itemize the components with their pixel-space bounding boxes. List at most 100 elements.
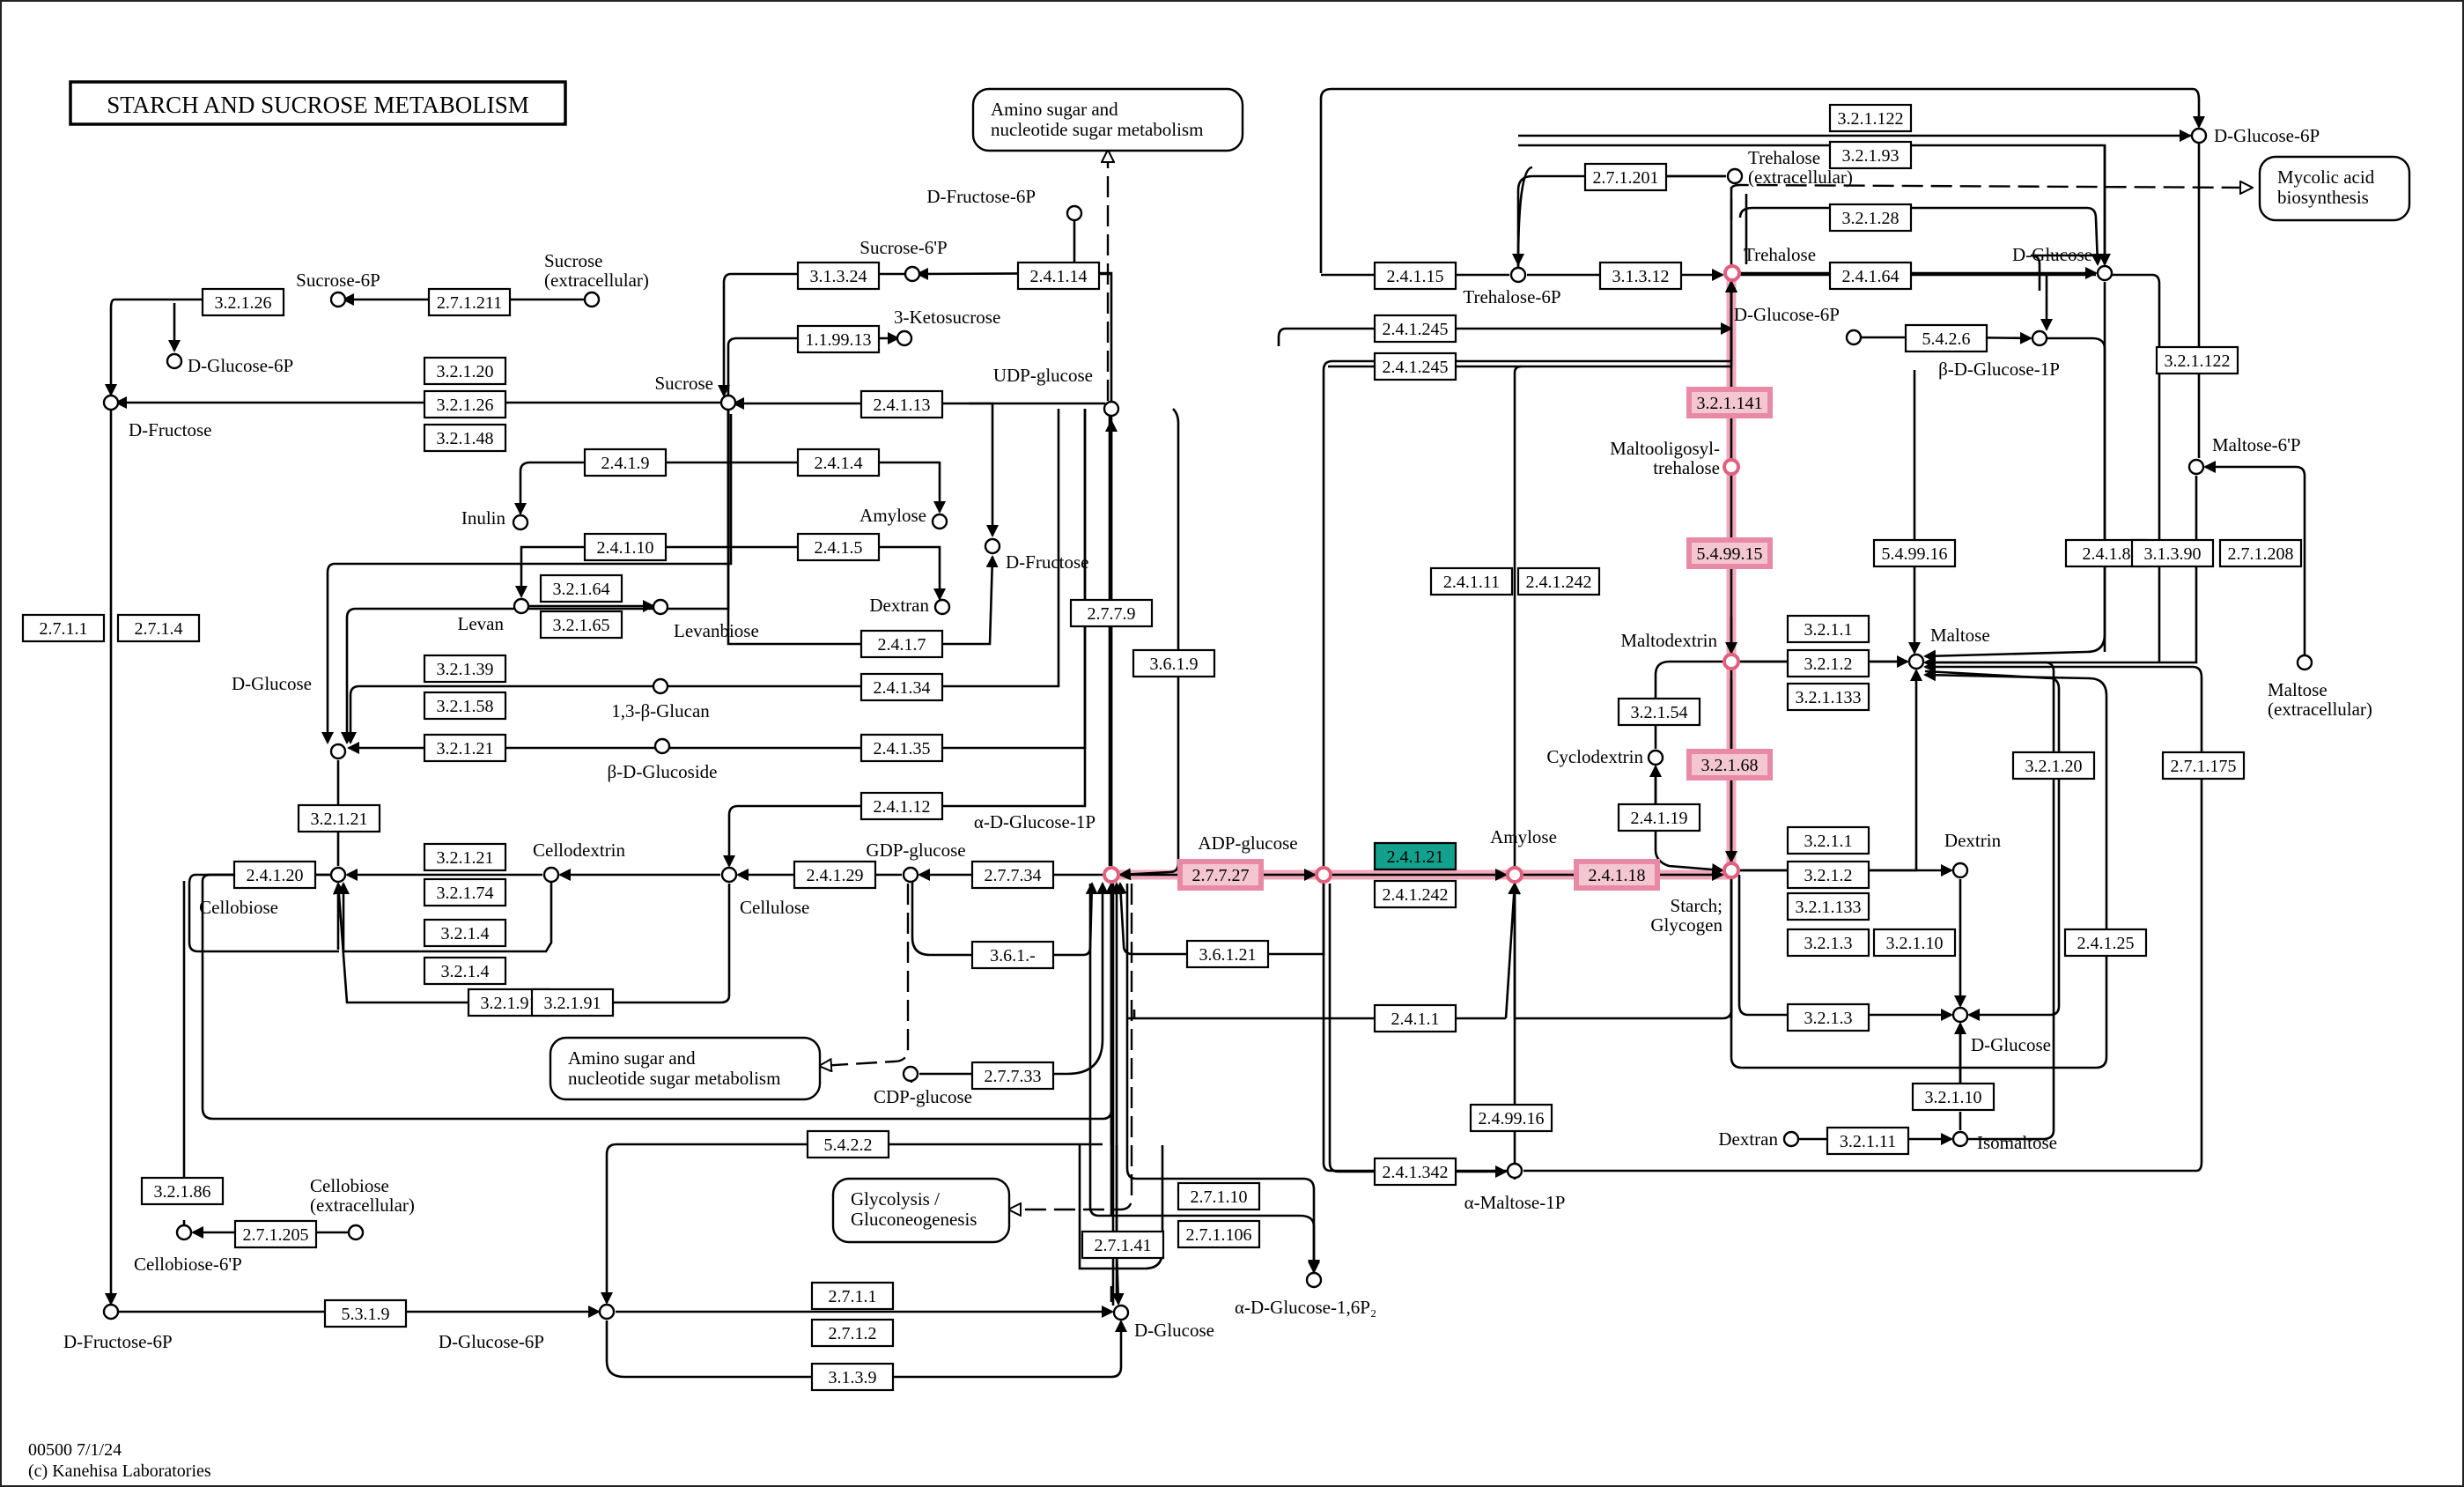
compound-node[interactable]: Dextrin	[1944, 830, 2002, 879]
compound-node[interactable]: Cellodextrin	[533, 840, 625, 884]
enzyme-box[interactable]: 3.2.1.26	[423, 389, 507, 419]
enzyme-box[interactable]: 2.4.1.342	[1373, 1157, 1457, 1187]
enzyme-box[interactable]: 2.4.1.64	[1828, 261, 1913, 291]
compound-node[interactable]: β-D-Glucose-1P	[1938, 329, 2060, 380]
enzyme-box[interactable]: 2.7.1.1	[21, 613, 106, 643]
enzyme-box[interactable]: 3.2.1.64	[539, 573, 623, 603]
enzyme-box[interactable]: 3.2.1.58	[423, 691, 507, 721]
enzyme-box[interactable]: 3.1.3.24	[796, 261, 881, 291]
enzyme-box[interactable]: 2.4.1.19	[1617, 803, 1701, 832]
compound-node[interactable]: α-D-Glucose-1P	[974, 811, 1120, 884]
enzyme-box[interactable]: 3.2.1.2	[1786, 860, 1870, 890]
compound-node[interactable]: D-Fructose	[102, 394, 211, 440]
enzyme-box[interactable]: 3.2.1.4	[423, 956, 507, 986]
compound-node[interactable]: D-Fructose-6P	[63, 1303, 173, 1352]
enzyme-box[interactable]: 5.4.99.15	[1686, 537, 1773, 569]
enzyme-box[interactable]: 3.2.1.1	[1786, 825, 1870, 855]
enzyme-box[interactable]: 3.2.1.20	[423, 356, 507, 386]
enzyme-box[interactable]: 3.2.1.122	[2155, 345, 2239, 375]
enzyme-box[interactable]: 5.4.2.2	[806, 1129, 890, 1159]
enzyme-box[interactable]: 2.4.1.4	[796, 448, 881, 477]
enzyme-box[interactable]: 2.7.1.201	[1583, 162, 1668, 192]
compound-node[interactable]: Trehalose	[1723, 244, 1816, 282]
enzyme-box[interactable]: 3.2.1.1	[1786, 614, 1870, 644]
compound-node[interactable]: Cellobiose(extracellular)	[310, 1175, 415, 1241]
enzyme-box[interactable]: 3.2.1.74	[423, 877, 507, 907]
compound-node[interactable]: D-Glucose-6P	[439, 1303, 616, 1352]
compound-node[interactable]: D-Glucose-6P	[2190, 125, 2320, 146]
enzyme-box[interactable]: 2.7.1.205	[233, 1219, 318, 1249]
pathway-link-box[interactable]: Glycolysis /Gluconeogenesis	[831, 1177, 1011, 1244]
compound-node[interactable]: Inulin	[461, 507, 529, 531]
compound-node[interactable]: Dextran	[1718, 1128, 1800, 1150]
enzyme-box[interactable]: 3.2.1.26	[201, 287, 285, 317]
compound-node[interactable]: UDP-glucose	[993, 365, 1120, 418]
enzyme-box[interactable]: 3.2.1.3	[1786, 1002, 1870, 1032]
enzyme-box[interactable]: 3.2.1.11	[1826, 1126, 1910, 1156]
compound-node[interactable]: Maltooligosyl-trehalose	[1610, 438, 1740, 478]
compound-node[interactable]: α-Maltose-1P	[1464, 1162, 1566, 1213]
enzyme-box[interactable]: 2.7.7.9	[1069, 598, 1154, 628]
enzyme-box[interactable]: 3.2.1.122	[1828, 103, 1913, 133]
enzyme-box[interactable]: 2.4.1.7	[859, 629, 944, 659]
enzyme-box[interactable]: 3.2.1.54	[1617, 697, 1701, 727]
compound-node[interactable]: Amylose	[1490, 826, 1557, 884]
enzyme-box[interactable]: 2.4.99.16	[1469, 1103, 1553, 1133]
enzyme-box[interactable]: 3.2.1.93	[1828, 140, 1913, 170]
enzyme-box[interactable]: 2.4.1.18	[1574, 859, 1660, 891]
enzyme-box[interactable]: 3.1.3.9	[810, 1362, 895, 1392]
compound-node[interactable]: α-D-Glucose-1,6P₂	[1235, 1271, 1376, 1318]
enzyme-box[interactable]: 2.4.1.9	[583, 448, 668, 477]
enzyme-box[interactable]: 2.7.1.208	[2218, 538, 2303, 568]
enzyme-box[interactable]: 2.7.1.4	[116, 613, 201, 643]
enzyme-box[interactable]: 2.4.1.10	[583, 532, 668, 562]
enzyme-box[interactable]: 3.2.1.21	[297, 803, 381, 833]
compound-node[interactable]: Maltose-6'P	[2187, 434, 2301, 476]
compound-node[interactable]: Cyclodextrin	[1546, 746, 1664, 767]
enzyme-box[interactable]: 3.6.1.-	[970, 940, 1055, 970]
enzyme-box[interactable]: 2.7.1.2	[810, 1318, 895, 1348]
compound-node[interactable]: Cellobiose	[199, 866, 347, 918]
enzyme-box[interactable]: 3.2.1.39	[423, 654, 507, 684]
enzyme-box[interactable]: 3.1.3.90	[2130, 538, 2215, 568]
compound-node[interactable]: CDP-glucose	[874, 1065, 972, 1107]
compound-node[interactable]: Sucrose	[655, 373, 737, 411]
enzyme-box[interactable]: 2.7.1.10	[1177, 1181, 1261, 1211]
enzyme-box[interactable]: 3.2.1.21	[423, 842, 507, 872]
enzyme-box[interactable]: 3.2.1.86	[140, 1176, 225, 1206]
enzyme-box[interactable]: 2.4.1.21	[1373, 841, 1457, 871]
compound-node[interactable]: Maltose	[1907, 625, 1990, 670]
enzyme-box[interactable]: 2.4.1.13	[859, 389, 944, 419]
compound-node[interactable]: D-Glucose	[2012, 244, 2114, 282]
compound-node[interactable]: Trehalose-6P	[1463, 266, 1561, 307]
enzyme-box[interactable]: 2.4.1.12	[859, 791, 944, 821]
compound-node[interactable]: D-Fructose	[984, 537, 1088, 573]
enzyme-box[interactable]: 3.2.1.28	[1828, 203, 1913, 233]
enzyme-box[interactable]: 3.2.1.91	[530, 988, 615, 1017]
compound-node[interactable]: Cellobiose-6'P	[134, 1224, 242, 1275]
enzyme-box[interactable]: 3.6.1.9	[1132, 648, 1216, 678]
compound-node[interactable]: Maltodextrin	[1620, 630, 1740, 670]
enzyme-box[interactable]: 3.2.1.65	[539, 610, 623, 640]
compound-node[interactable]: Maltose(extracellular)	[2268, 654, 2372, 720]
enzyme-box[interactable]: 2.7.1.106	[1177, 1219, 1261, 1249]
compound-node[interactable]: D-Glucose	[232, 673, 347, 760]
enzyme-box[interactable]: 3.2.1.68	[1686, 749, 1773, 780]
enzyme-box[interactable]: 3.2.1.48	[423, 423, 507, 453]
enzyme-box[interactable]: 3.2.1.141	[1686, 387, 1773, 418]
enzyme-box[interactable]: 3.2.1.20	[2011, 751, 2096, 780]
compound-node[interactable]: D-Glucose	[1112, 1304, 1214, 1341]
enzyme-box[interactable]: 2.7.1.211	[427, 287, 512, 317]
enzyme-box[interactable]: 2.7.1.1	[810, 1281, 895, 1311]
enzyme-box[interactable]: 2.7.1.175	[2161, 751, 2246, 780]
compound-node[interactable]: Levanbiose	[652, 598, 759, 641]
enzyme-box[interactable]: 5.3.1.9	[323, 1298, 408, 1328]
compound-node[interactable]: 1,3-β-Glucan	[611, 677, 710, 721]
compound-node[interactable]: D-Fructose-6P	[926, 186, 1083, 222]
enzyme-box[interactable]: 3.2.1.10	[1872, 928, 1957, 958]
compound-node[interactable]: GDP-glucose	[866, 840, 966, 884]
compound-node[interactable]: ADP-glucose	[1198, 832, 1332, 884]
enzyme-box[interactable]: 2.4.1.29	[793, 860, 877, 890]
